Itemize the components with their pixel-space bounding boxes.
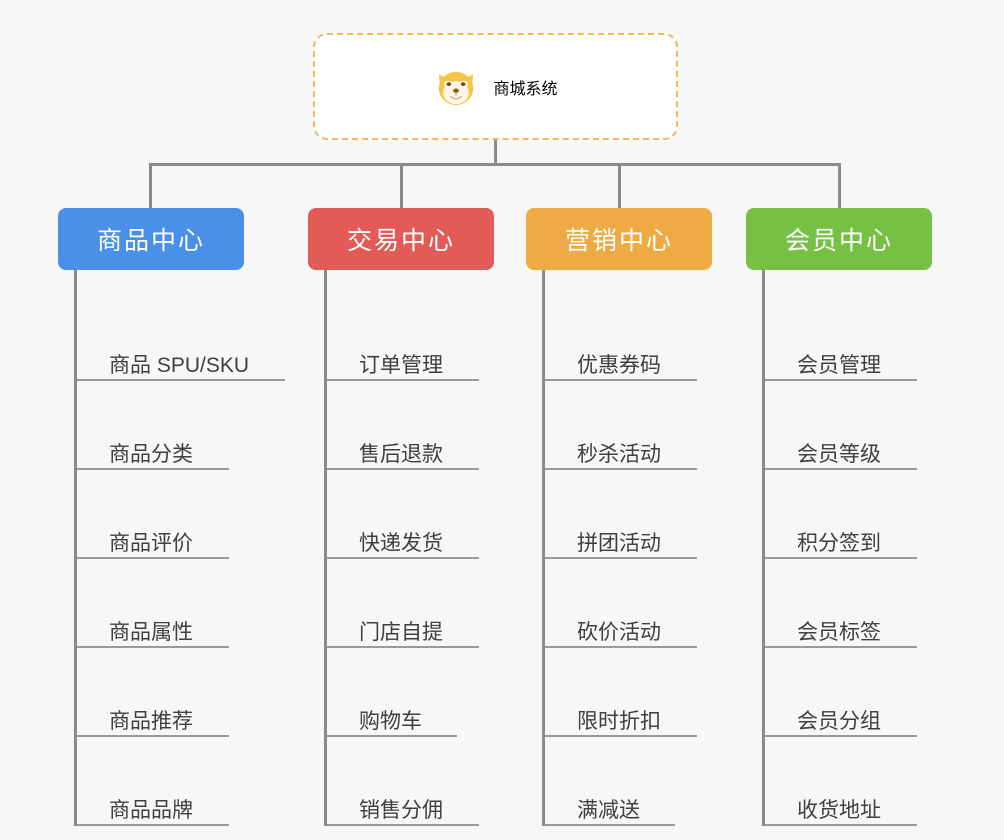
- list-item[interactable]: 快递发货: [327, 470, 494, 559]
- connector-drop-3: [618, 163, 621, 209]
- item-label: 商品评价: [109, 531, 193, 555]
- item-label: 收货地址: [797, 798, 881, 822]
- item-list-2: 订单管理 售后退款 快递发货 门店自提 购物车 销售分佣: [324, 270, 494, 826]
- root-node[interactable]: 商城系统: [313, 33, 678, 140]
- item-underline: [545, 468, 697, 470]
- list-item[interactable]: 拼团活动: [545, 470, 712, 559]
- item-label: 会员管理: [797, 353, 881, 377]
- item-underline: [545, 646, 697, 648]
- item-list-1: 商品 SPU/SKU 商品分类 商品评价 商品属性 商品推荐 商品品牌: [74, 270, 285, 826]
- branch-营销中心: 营销中心 优惠券码 秒杀活动 拼团活动 砍价活动 限时折扣: [526, 208, 712, 826]
- item-label: 拼团活动: [577, 531, 661, 555]
- item-label: 满减送: [577, 798, 640, 822]
- list-item[interactable]: 门店自提: [327, 559, 494, 648]
- item-label: 秒杀活动: [577, 442, 661, 466]
- list-item[interactable]: 销售分佣: [327, 737, 494, 826]
- item-underline: [545, 379, 697, 381]
- item-label: 商品分类: [109, 442, 193, 466]
- category-box-1[interactable]: 商品中心: [58, 208, 244, 270]
- item-underline: [77, 646, 229, 648]
- branch-交易中心: 交易中心 订单管理 售后退款 快递发货 门店自提 购物车: [308, 208, 494, 826]
- item-underline: [327, 468, 479, 470]
- list-item[interactable]: 优惠券码: [545, 292, 712, 381]
- item-list-4: 会员管理 会员等级 积分签到 会员标签 会员分组 收货地址: [762, 270, 932, 826]
- connector-horizontal-bus: [149, 163, 840, 166]
- item-underline: [545, 557, 697, 559]
- list-item[interactable]: 限时折扣: [545, 648, 712, 737]
- item-label: 商品属性: [109, 620, 193, 644]
- list-item[interactable]: 会员标签: [765, 559, 932, 648]
- item-underline: [545, 824, 675, 826]
- list-item[interactable]: 砍价活动: [545, 559, 712, 648]
- item-underline: [327, 379, 479, 381]
- category-box-2[interactable]: 交易中心: [308, 208, 494, 270]
- item-label: 售后退款: [359, 442, 443, 466]
- connector-drop-4: [838, 163, 841, 209]
- list-item[interactable]: 秒杀活动: [545, 381, 712, 470]
- category-box-4[interactable]: 会员中心: [746, 208, 932, 270]
- item-label: 会员分组: [797, 709, 881, 733]
- item-underline: [545, 735, 697, 737]
- item-underline: [77, 468, 229, 470]
- item-underline: [327, 557, 479, 559]
- list-item[interactable]: 商品品牌: [77, 737, 244, 826]
- list-item[interactable]: 商品分类: [77, 381, 244, 470]
- item-label: 快递发货: [359, 531, 443, 555]
- shiba-dog-icon: [439, 71, 474, 105]
- list-item[interactable]: 售后退款: [327, 381, 494, 470]
- item-label: 商品品牌: [109, 798, 193, 822]
- list-item[interactable]: 商品评价: [77, 470, 244, 559]
- list-item[interactable]: 商品属性: [77, 559, 244, 648]
- item-label: 销售分佣: [359, 798, 443, 822]
- list-item[interactable]: 收货地址: [765, 737, 932, 826]
- root-title: 商城系统: [493, 80, 558, 98]
- branch-会员中心: 会员中心 会员管理 会员等级 积分签到 会员标签 会员分组: [746, 208, 932, 826]
- branch-商品中心: 商品中心 商品 SPU/SKU 商品分类 商品评价 商品属性 商品推荐: [58, 208, 285, 826]
- item-label: 会员等级: [797, 442, 881, 466]
- item-label: 限时折扣: [577, 709, 661, 733]
- item-underline: [765, 735, 917, 737]
- item-label: 购物车: [359, 709, 422, 733]
- item-underline: [77, 824, 229, 826]
- item-underline: [77, 379, 285, 381]
- list-item[interactable]: 满减送: [545, 737, 712, 826]
- category-box-3[interactable]: 营销中心: [526, 208, 712, 270]
- item-label: 订单管理: [359, 353, 443, 377]
- item-list-3: 优惠券码 秒杀活动 拼团活动 砍价活动 限时折扣 满减送: [542, 270, 712, 826]
- connector-root-stem: [494, 140, 497, 166]
- list-item[interactable]: 会员分组: [765, 648, 932, 737]
- list-item[interactable]: 会员等级: [765, 381, 932, 470]
- item-underline: [77, 557, 229, 559]
- item-underline: [765, 824, 917, 826]
- connector-drop-2: [400, 163, 403, 209]
- list-item[interactable]: 会员管理: [765, 292, 932, 381]
- item-underline: [765, 468, 917, 470]
- item-underline: [327, 824, 479, 826]
- item-label: 商品 SPU/SKU: [109, 353, 250, 377]
- item-underline: [327, 735, 457, 737]
- item-label: 会员标签: [797, 620, 881, 644]
- item-underline: [77, 735, 229, 737]
- list-item[interactable]: 积分签到: [765, 470, 932, 559]
- item-underline: [765, 557, 917, 559]
- item-label: 优惠券码: [577, 353, 661, 377]
- item-label: 门店自提: [359, 620, 443, 644]
- item-label: 商品推荐: [109, 709, 193, 733]
- list-item[interactable]: 商品 SPU/SKU: [77, 292, 285, 381]
- item-label: 积分签到: [797, 531, 881, 555]
- list-item[interactable]: 商品推荐: [77, 648, 244, 737]
- list-item[interactable]: 订单管理: [327, 292, 494, 381]
- item-underline: [327, 646, 479, 648]
- item-underline: [765, 646, 917, 648]
- list-item[interactable]: 购物车: [327, 648, 494, 737]
- item-label: 砍价活动: [577, 620, 661, 644]
- connector-drop-1: [149, 163, 152, 209]
- item-underline: [765, 379, 917, 381]
